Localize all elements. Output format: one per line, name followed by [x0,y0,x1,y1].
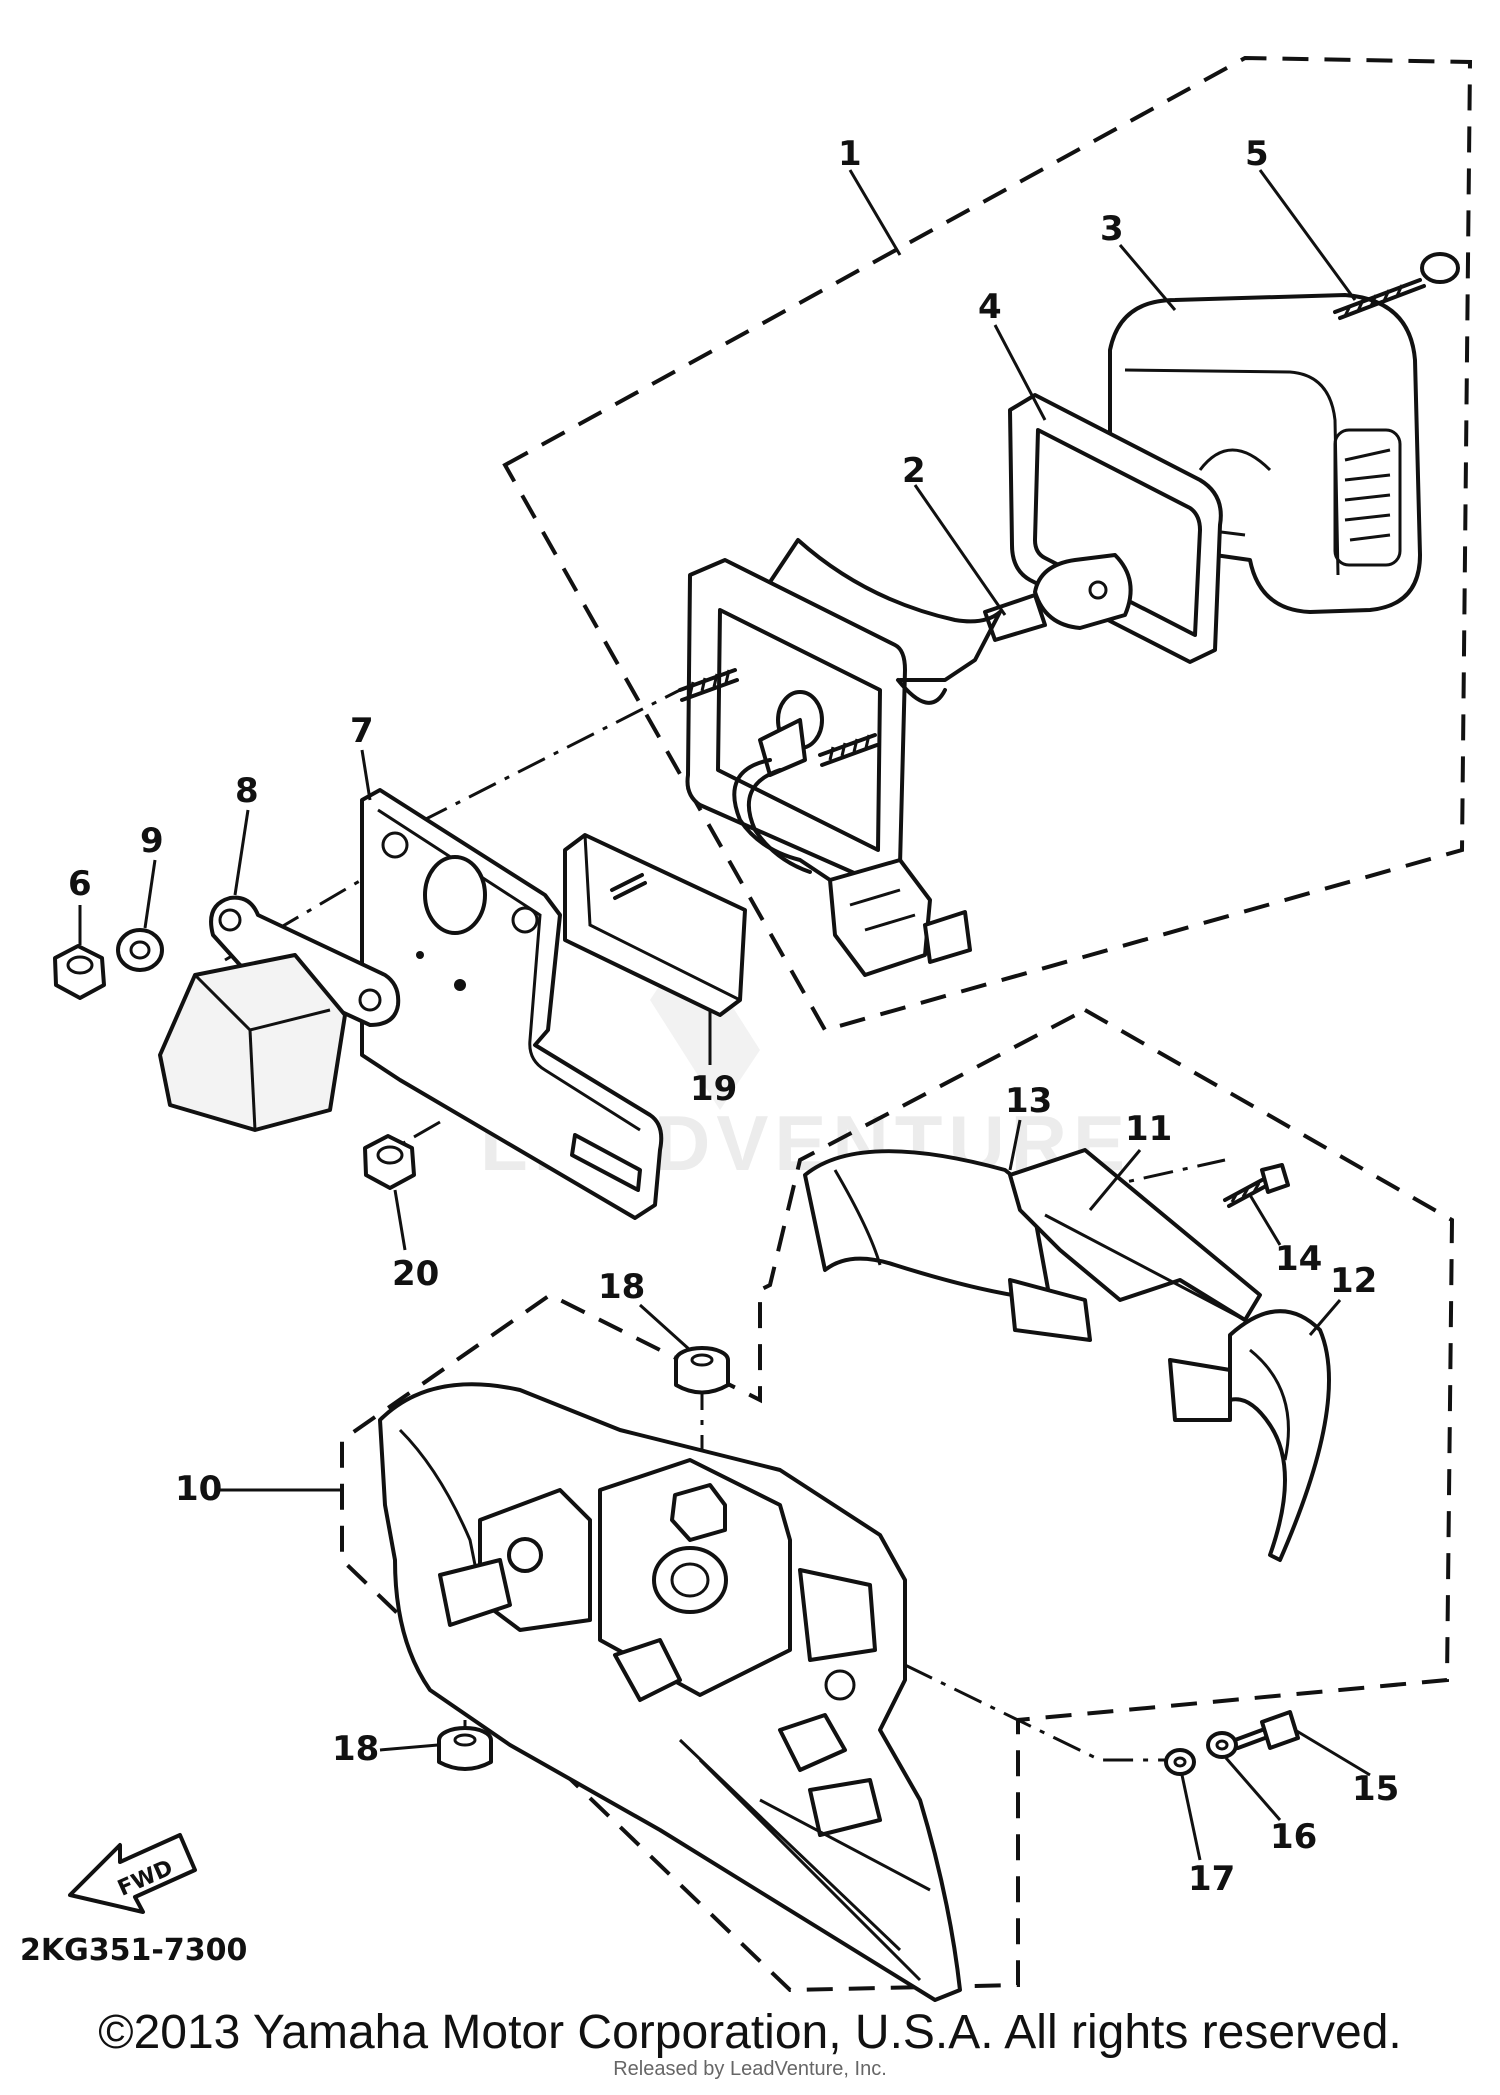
tail-cover-part-12 [1228,1309,1331,1562]
alignment-line-bracket-to-lens [419,688,681,824]
part-label-5: 5 [1245,134,1269,174]
alignment-line-reflector [224,860,393,962]
grommet-part-18-top [674,1346,730,1395]
bulb-part-2 [983,553,1133,642]
copyright-notice: ©2013 Yamaha Motor Corporation, U.S.A. A… [98,2006,1402,2059]
washer-part-16 [1206,1731,1238,1759]
bolt-part-15 [1233,1710,1300,1750]
license-bracket-part-7 [360,788,664,1220]
part-label-20: 20 [392,1254,439,1294]
part-label-12: 12 [1330,1261,1377,1301]
license-light-cover-part-19 [563,833,747,1017]
grommet-part-18-bottom [437,1726,493,1771]
washer-part-17 [1164,1748,1196,1776]
part-label-11: 11 [1125,1109,1172,1149]
forward-arrow-icon: FWD [68,1833,197,1914]
tail-light-assembly-boundary [502,55,1473,1033]
alignment-line-bolt15 [904,1663,1175,1762]
part-label-15: 15 [1352,1769,1399,1809]
part-label-7: 7 [350,711,374,751]
part-label-10: 10 [175,1469,222,1509]
part-label-16: 16 [1270,1817,1317,1857]
alignment-line-nut-to-bracket [399,1120,441,1147]
screw-part-5 [1333,252,1460,320]
nut-part-6 [53,944,106,1000]
part-label-2: 2 [902,451,926,491]
part-label-3: 3 [1100,209,1124,249]
nut-part-20 [363,1134,416,1190]
part-label-6: 6 [68,864,92,904]
stay-part-8 [209,895,401,1027]
light-base-housing [678,538,1002,977]
washer-part-9 [116,928,164,972]
tail-cover-part-11 [1008,1148,1262,1422]
part-label-19: 19 [690,1069,737,1109]
part-label-18-bottom: 18 [332,1729,379,1769]
part-label-9: 9 [140,821,164,861]
part-label-13: 13 [1005,1081,1052,1121]
tail-base-part-10 [378,1382,962,2002]
reflector [158,953,347,1132]
released-by-notice: Released by LeadVenture, Inc. [613,2058,887,2080]
rear-fender-assembly-boundary [340,1007,1455,1993]
part-label-8: 8 [235,771,259,811]
diagram-code: 2KG351-7300 [20,1933,247,1968]
part-label-1: 1 [838,134,862,174]
part-label-18-top: 18 [598,1267,645,1307]
leader-lines [78,169,1371,1861]
part-label-17: 17 [1188,1859,1235,1899]
screw-part-14 [1223,1163,1290,1208]
part-label-4: 4 [978,287,1002,327]
part-label-14: 14 [1275,1239,1322,1279]
